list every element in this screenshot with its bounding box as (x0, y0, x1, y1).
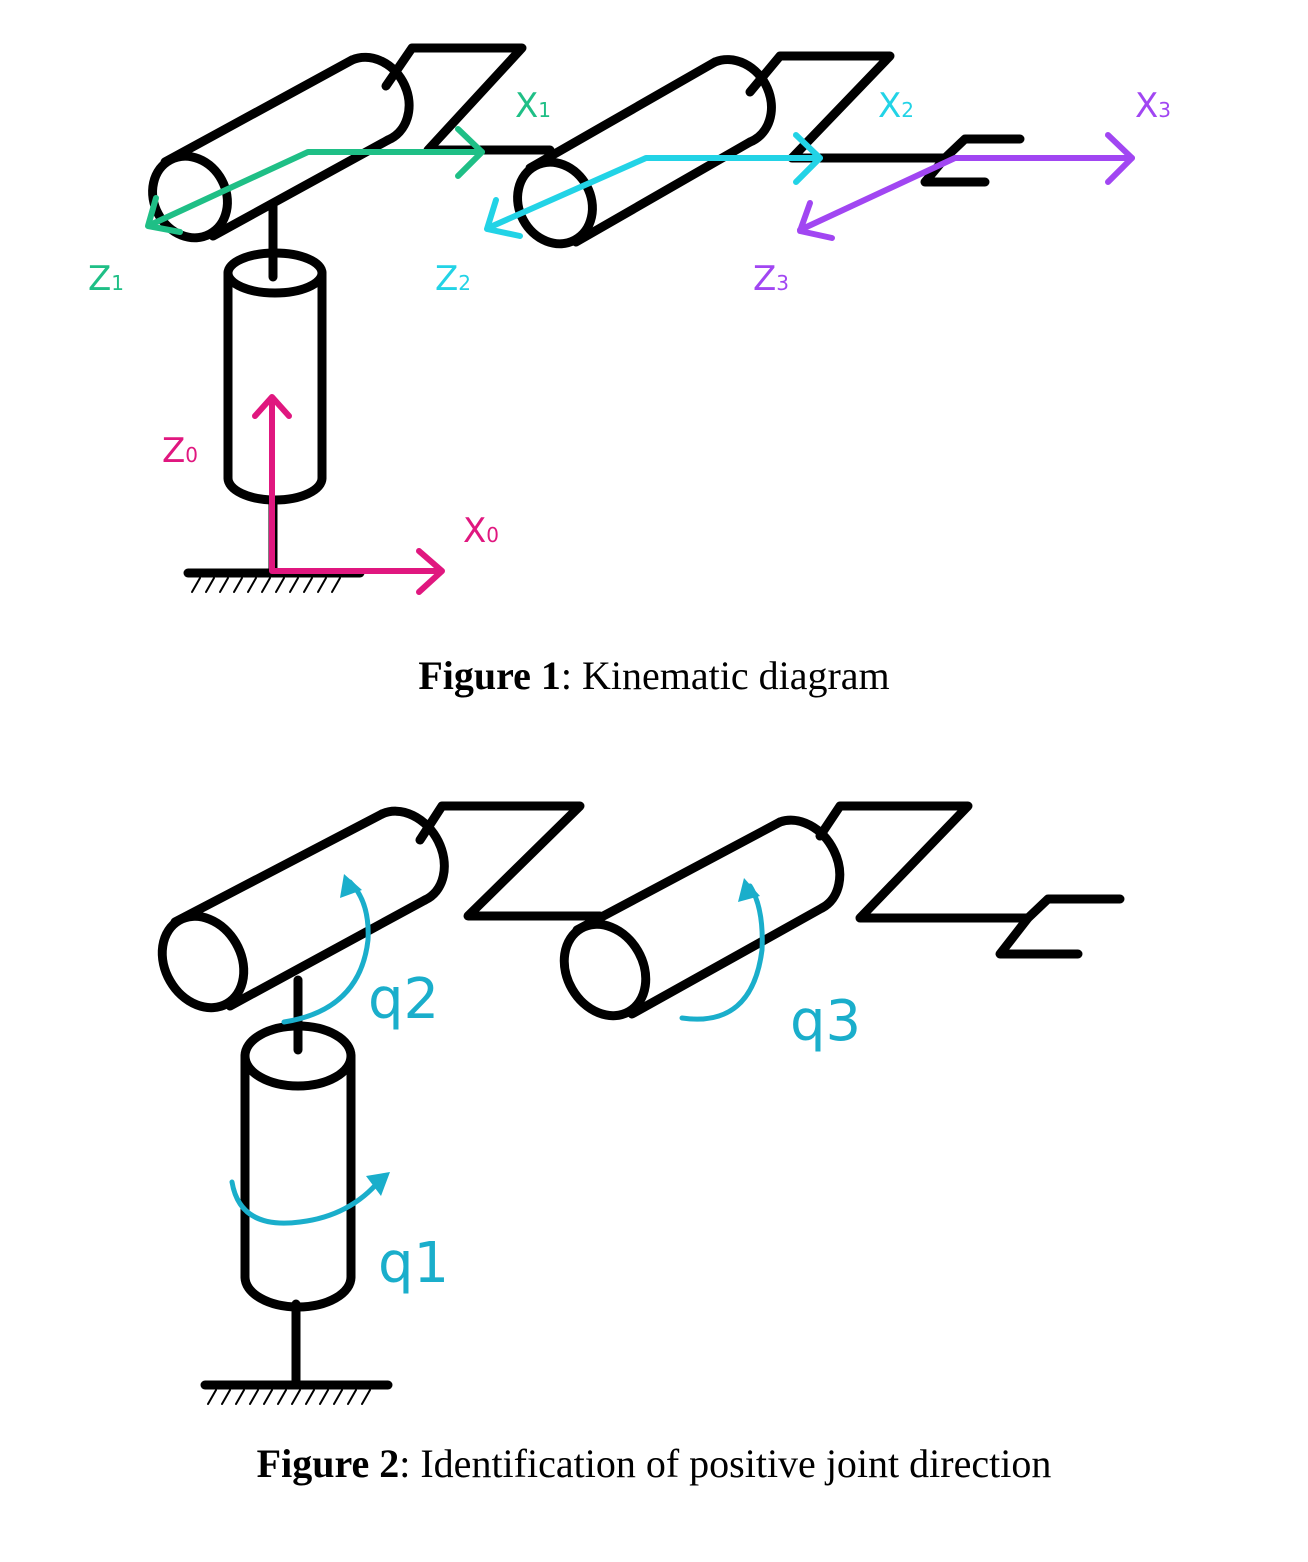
q3-label: q3 (790, 989, 861, 1054)
ground-hatch-2 (207, 1389, 371, 1405)
z0-label: Z0 (162, 431, 198, 471)
x2-z2-axis-lines (485, 155, 823, 231)
joint3-cylinder-2 (559, 815, 845, 1021)
kinematic-diagram: X1 X2 X3 Z1 Z2 Z3 Z0 X0 (88, 43, 1171, 595)
z3-arrowhead (797, 200, 835, 241)
z2-arrowhead (484, 197, 523, 239)
q2-label: q2 (368, 967, 439, 1032)
joint-arrowheads (340, 874, 760, 1196)
q2-rotation-arrow (281, 879, 371, 1025)
end-effector-2 (995, 894, 1125, 959)
x3-label: X3 (1135, 86, 1171, 126)
x1-z1-axis-lines (147, 149, 485, 228)
x0-arrowhead (416, 548, 445, 595)
x3-arrowhead (1105, 132, 1135, 185)
frame3-axes (797, 132, 1135, 241)
q1-arrowhead (366, 1172, 390, 1196)
z1-label: Z1 (88, 259, 124, 299)
end-effector (920, 134, 1025, 187)
q3-arrowhead (738, 878, 760, 902)
q1-label: q1 (378, 1231, 449, 1296)
figure-1-caption-text: : Kinematic diagram (560, 653, 890, 698)
joint2-cylinder-2 (157, 806, 449, 1013)
z0-arrowhead (252, 394, 292, 419)
figure-2-caption: Figure 2: Identification of positive joi… (0, 1440, 1308, 1487)
x0-z0-axis-lines (269, 395, 443, 574)
q1-rotation-arrow (229, 1177, 383, 1226)
frame0-axes (252, 394, 445, 595)
z1-arrowhead (145, 195, 183, 235)
x2-label: X2 (878, 86, 914, 126)
joint2-cylinder (148, 52, 414, 243)
x0-label: X0 (463, 511, 499, 551)
z3-label: Z3 (753, 259, 789, 299)
ground-hatch (191, 577, 341, 593)
x1-label: X1 (515, 86, 551, 126)
x3-z3-axis-lines (797, 155, 1135, 233)
frame2-axes (484, 132, 823, 239)
figure-1-caption: Figure 1: Kinematic diagram (0, 652, 1308, 699)
x2-arrowhead (793, 132, 823, 185)
x1-arrowhead (455, 126, 485, 179)
figure-1: X1 X2 X3 Z1 Z2 Z3 Z0 X0 (0, 0, 1308, 640)
figure-2-caption-label: Figure 2 (256, 1441, 400, 1486)
frame1-axes (145, 126, 485, 235)
robot-links-2 (157, 801, 1125, 1405)
joint-arrows (229, 879, 765, 1226)
joint-direction-diagram: q1 q2 q3 (157, 801, 1125, 1405)
q3-rotation-arrow (679, 883, 765, 1022)
figure-2: q1 q2 q3 (0, 770, 1308, 1420)
q2-arrowhead (340, 874, 362, 898)
z2-label: Z2 (435, 259, 471, 299)
figure-1-caption-label: Figure 1 (418, 653, 561, 698)
joint1-cylinder-2 (240, 1021, 356, 1312)
figure-2-caption-text: : Identification of positive joint direc… (399, 1441, 1052, 1486)
